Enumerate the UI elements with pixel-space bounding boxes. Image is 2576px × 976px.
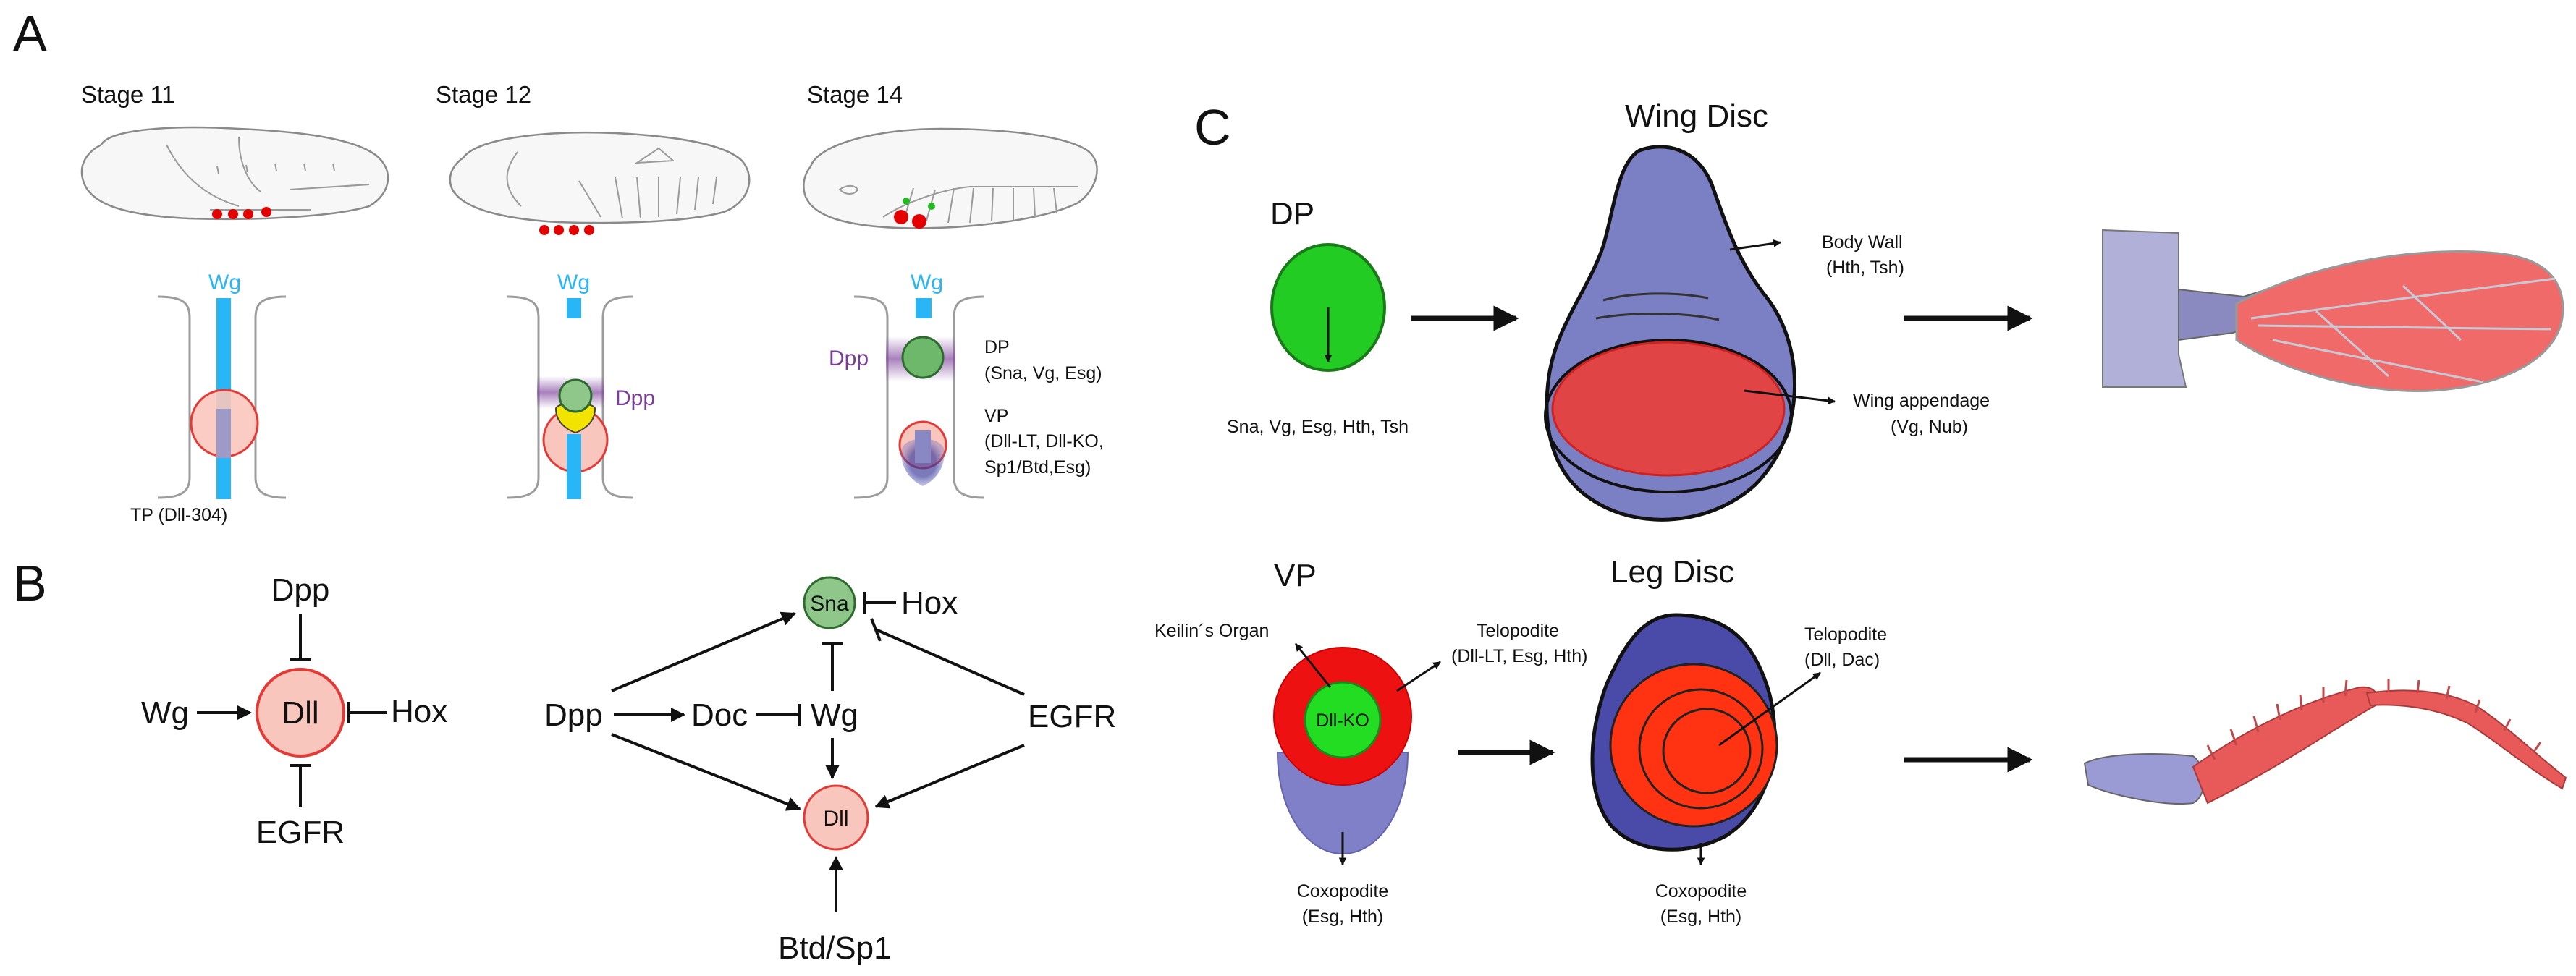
adult-wing [2102,229,2564,392]
coxopodite-leg-label: Coxopodite [1655,881,1747,901]
coxopodite-vp-label: Coxopodite [1297,881,1388,901]
node-dpp-left: Dpp [271,572,330,608]
node-wg-right: Wg [811,697,858,733]
cell-diagram-stage-12: Wg Dpp [506,271,655,499]
leg-disc-title: Leg Disc [1610,554,1734,590]
telopodite-vp-genes: (Dll-LT, Esg, Hth) [1451,646,1587,666]
node-dll-right: Dll [824,807,849,831]
panel-label-a: A [13,5,47,61]
telopodite-vp-label: Telopodite [1477,621,1559,641]
vp-label-c: VP [1274,558,1317,593]
cell-diagram-stage-11: Wg TP (Dll-304) [130,271,287,525]
wg-label-2: Wg [557,271,590,294]
vp-genes-a2: Sp1/Btd,Esg) [984,457,1091,478]
cell-diagram-stage-14: Wg Dpp DP (Sna, Vg, Esg) VP (Dll-LT, Dll… [829,271,1104,499]
dp-genes-a: (Sna, Vg, Esg) [984,363,1102,383]
embryo-stage-14 [803,127,1098,229]
dp-label-a: DP [984,337,1010,357]
wg-label-1: Wg [208,271,241,294]
telopodite-leg-label: Telopodite [1804,624,1887,645]
embryo-stage-12 [449,131,751,235]
node-sna: Sna [810,592,849,616]
tp-label: TP (Dll-304) [130,505,227,525]
wing-disc-title: Wing Disc [1625,98,1768,134]
coxopodite-vp-genes: (Esg, Hth) [1302,907,1384,927]
wing-appendage-label: Wing appendage [1853,391,1990,411]
body-wall-genes: (Hth, Tsh) [1826,258,1904,278]
wing-appendage-genes: (Vg, Nub) [1891,417,1968,437]
body-wall-label: Body Wall [1822,232,1903,253]
dll-ko-label: Dll-KO [1316,710,1369,731]
stage-14-label: Stage 14 [807,81,903,108]
vp-genes-a1: (Dll-LT, Dll-KO, [984,431,1104,451]
panel-label-c: C [1194,99,1231,156]
node-hox-right: Hox [901,585,958,621]
keilin-label: Keilin´s Organ [1154,621,1269,641]
node-wg-left: Wg [141,695,189,731]
panel-label-b: B [13,555,47,611]
node-egfr-left: EGFR [256,815,345,850]
network-b-left: Dll Dpp Wg Hox EGFR [141,572,447,850]
dp-label-c: DP [1270,196,1314,232]
node-btd-sp1: Btd/Sp1 [778,930,892,966]
embryo-stage-11 [80,126,389,221]
node-dpp-right: Dpp [544,697,603,733]
adult-leg [2083,679,2567,805]
vp-label-a: VP [984,406,1008,426]
telopodite-leg-genes: (Dll, Dac) [1804,650,1880,670]
node-hox-left: Hox [391,694,447,729]
node-doc: Doc [691,697,748,733]
network-b-right: Sna Dll Dpp Doc Wg Hox EGFR Btd/Sp1 [544,576,1116,966]
dp-genes-c: Sna, Vg, Esg, Hth, Tsh [1227,417,1409,437]
wing-row: DP Sna, Vg, Esg, Hth, Tsh Wing Disc Body… [1227,98,2564,522]
dpp-label-a1: Dpp [615,386,655,410]
coxopodite-leg-genes: (Esg, Hth) [1660,907,1742,927]
stage-12-label: Stage 12 [436,81,531,108]
node-egfr-right: EGFR [1028,699,1116,734]
stage-11-label: Stage 11 [81,81,175,108]
dpp-label-a2: Dpp [829,347,869,370]
leg-row: VP Dll-KO Keilin´s Organ Telopodite (Dll… [1154,554,2567,927]
node-dll-left: Dll [282,695,318,731]
wg-label-3: Wg [911,271,943,294]
